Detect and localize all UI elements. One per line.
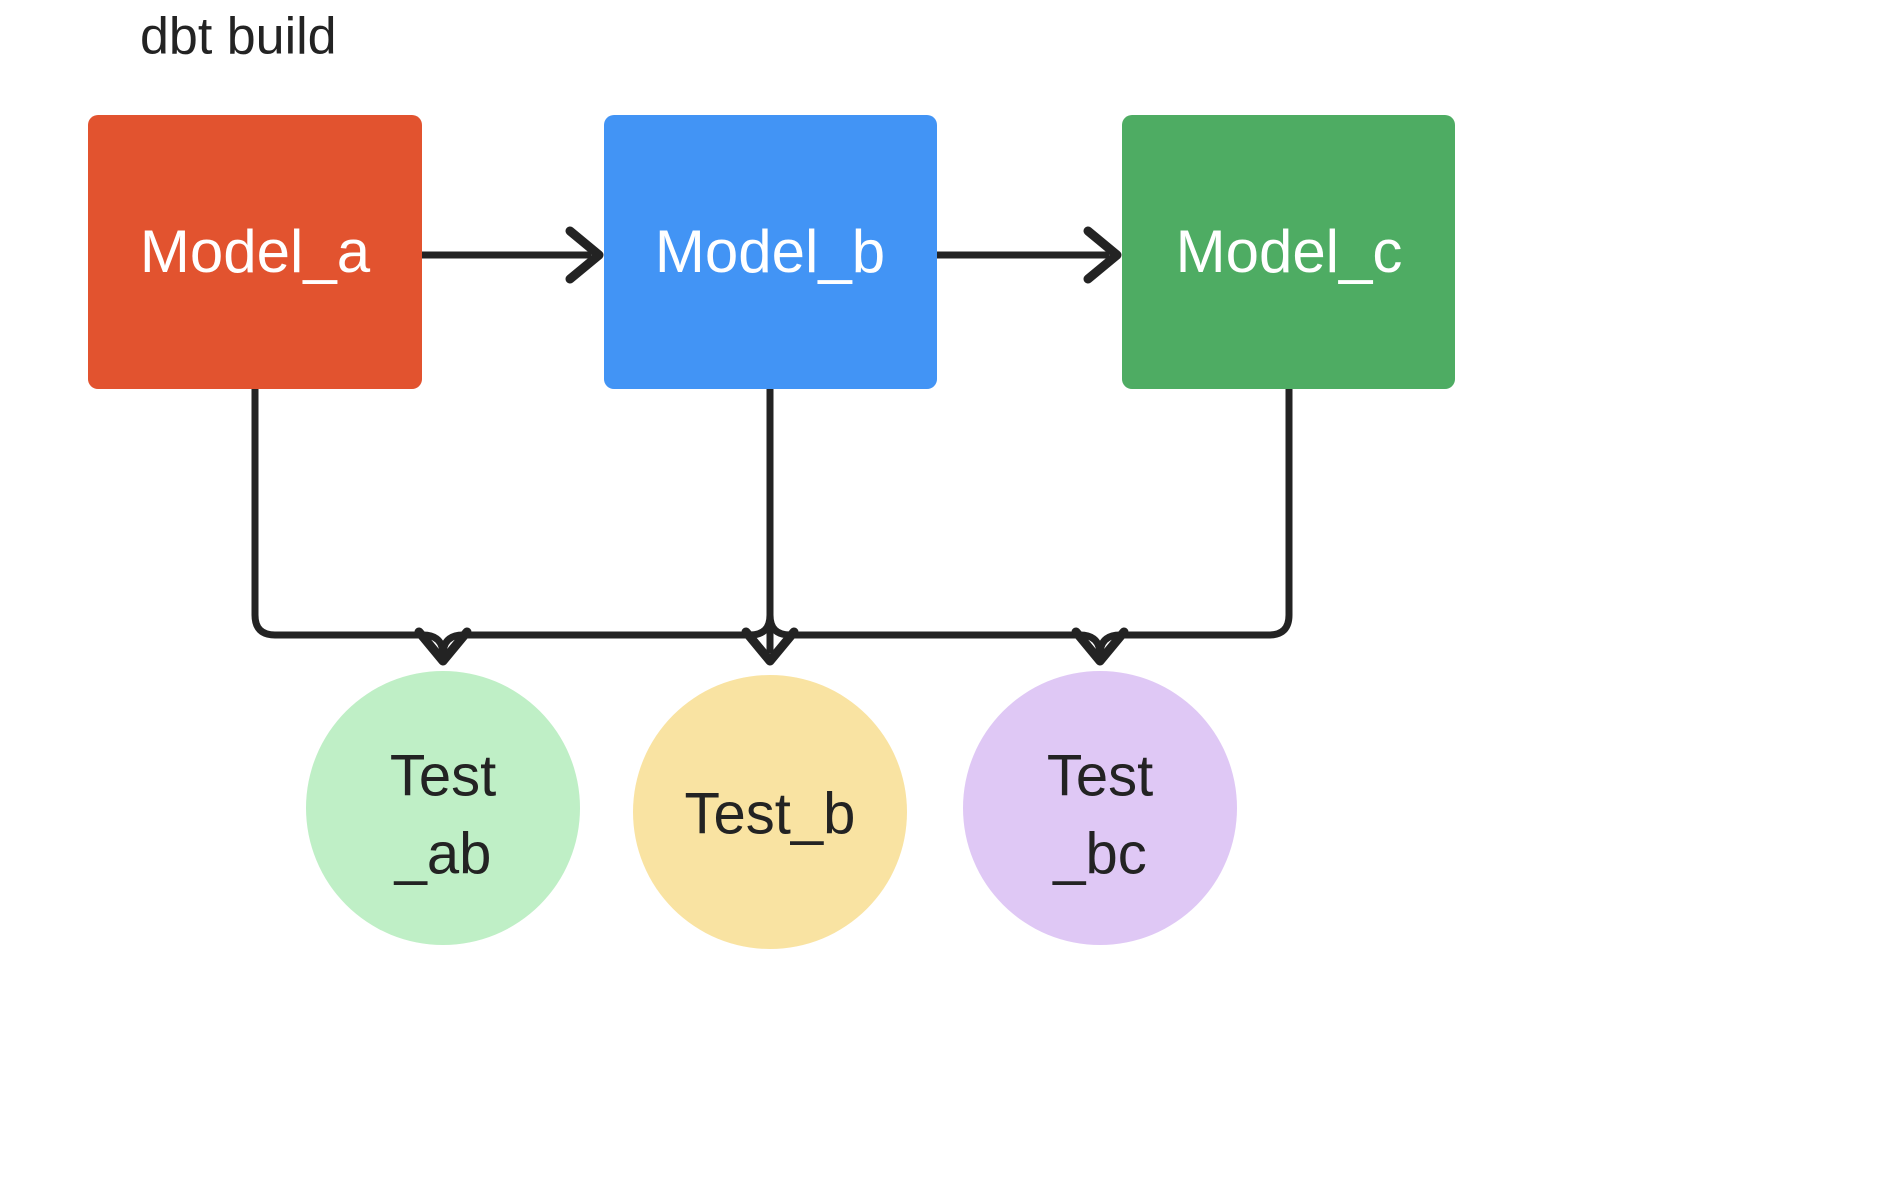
node-test-ab[interactable]: Test _ab <box>306 671 580 945</box>
node-test-b[interactable]: Test_b <box>633 675 907 949</box>
test-bc-circle[interactable] <box>963 671 1237 945</box>
edge-line <box>766 385 1104 659</box>
arrow-head-into-test-bc <box>1071 627 1129 666</box>
edge-model-a-to-model-b <box>418 226 604 284</box>
edge-model-a-to-test-ab <box>251 385 447 659</box>
test-ab-label-line2: _ab <box>394 821 492 886</box>
edge-line <box>439 385 774 659</box>
node-model-a[interactable]: Model_a <box>88 115 422 389</box>
model-c-rect[interactable] <box>1122 115 1455 389</box>
arrow-head-icon <box>741 627 799 666</box>
arrow-head-icon <box>414 627 472 666</box>
page-title: dbt build <box>140 8 337 66</box>
arrow-head-into-test-ab <box>414 627 472 666</box>
arrow-head-icon <box>1071 627 1129 666</box>
test-bc-label-line1: Test <box>1047 743 1153 808</box>
node-model-b[interactable]: Model_b <box>604 115 937 389</box>
model-c-label: Model_c <box>1176 218 1403 285</box>
node-test-bc[interactable]: Test _bc <box>963 671 1237 945</box>
edge-model-b-to-model-c <box>933 226 1122 284</box>
test-bc-label-line2: _bc <box>1052 821 1147 886</box>
model-a-label: Model_a <box>140 218 371 285</box>
model-a-rect[interactable] <box>88 115 422 389</box>
edge-model-b-to-test-ab <box>439 385 774 659</box>
node-model-c[interactable]: Model_c <box>1122 115 1455 389</box>
edge-line <box>251 385 447 659</box>
arrow-head-icon <box>1083 226 1122 284</box>
edge-model-b-to-test-bc <box>766 385 1104 659</box>
test-ab-label-line1: Test <box>390 743 496 808</box>
edge-model-c-to-test-bc <box>1096 385 1293 659</box>
model-b-rect[interactable] <box>604 115 937 389</box>
test-b-label-line1: Test_b <box>685 781 856 846</box>
edge-line <box>1096 385 1293 659</box>
test-b-circle[interactable] <box>633 675 907 949</box>
arrow-head-icon <box>565 226 604 284</box>
test-ab-circle[interactable] <box>306 671 580 945</box>
model-b-label: Model_b <box>655 218 885 285</box>
